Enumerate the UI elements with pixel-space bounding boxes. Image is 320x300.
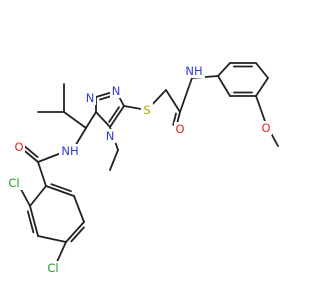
molecule-structure: N N N S O NH O NH (4, 62, 279, 275)
atom-o-methoxy-label: O (261, 121, 270, 135)
atom-o-benzamide: O (13, 140, 25, 154)
atom-o-amide: O (174, 122, 186, 136)
atom-n2-label: N (112, 84, 121, 98)
double-bond-primary (29, 205, 39, 237)
atom-o-amide-label: O (175, 122, 184, 136)
atom-o-methoxy: O (260, 121, 272, 135)
atom-nh-top: NH (183, 64, 205, 78)
single-bond (217, 62, 231, 77)
bond-layer (15, 62, 279, 265)
single-bond (73, 195, 85, 223)
atom-nh-left-label: NH (61, 144, 78, 158)
double-bond-secondary (26, 210, 35, 234)
single-bond (63, 111, 87, 129)
double-bond-primary (45, 185, 75, 197)
single-bond (255, 95, 267, 125)
double-bond-secondary (108, 106, 120, 123)
single-bond (255, 62, 269, 79)
single-bond (179, 77, 193, 113)
single-bond (37, 235, 67, 243)
atom-s: S (141, 103, 153, 117)
atom-cl-bottom: Cl (43, 261, 63, 275)
single-bond (95, 111, 111, 128)
atom-n4-label: N (106, 129, 115, 143)
single-bond (217, 75, 231, 97)
single-bond (37, 161, 47, 187)
double-bond-secondary (172, 112, 177, 126)
atom-n1: N (84, 91, 96, 105)
atom-nh-left: NH (59, 144, 81, 158)
double-bond-secondary (50, 183, 72, 193)
atom-n1-label: N (86, 91, 95, 105)
single-bond (55, 241, 67, 265)
double-bond-primary (109, 105, 125, 128)
atom-s-label: S (143, 103, 150, 117)
double-bond-primary (65, 221, 85, 243)
atom-nh-top-label: NH (185, 64, 202, 78)
atom-n4: N (104, 129, 116, 143)
single-bond (255, 77, 269, 97)
single-bond (165, 89, 181, 113)
single-bond (29, 185, 47, 207)
atom-cl-top-label: Cl (8, 176, 19, 190)
atom-cl-bottom-label: Cl (47, 261, 58, 275)
atom-label-layer: N N N S O NH O NH (4, 64, 272, 275)
atom-n2: N (110, 84, 122, 98)
atom-cl-top: Cl (4, 176, 24, 190)
atom-o-benzamide-label: O (14, 140, 23, 154)
double-bond-secondary (24, 145, 39, 158)
double-bond-secondary (70, 226, 85, 243)
single-bond (85, 111, 97, 129)
single-bond (109, 149, 119, 171)
